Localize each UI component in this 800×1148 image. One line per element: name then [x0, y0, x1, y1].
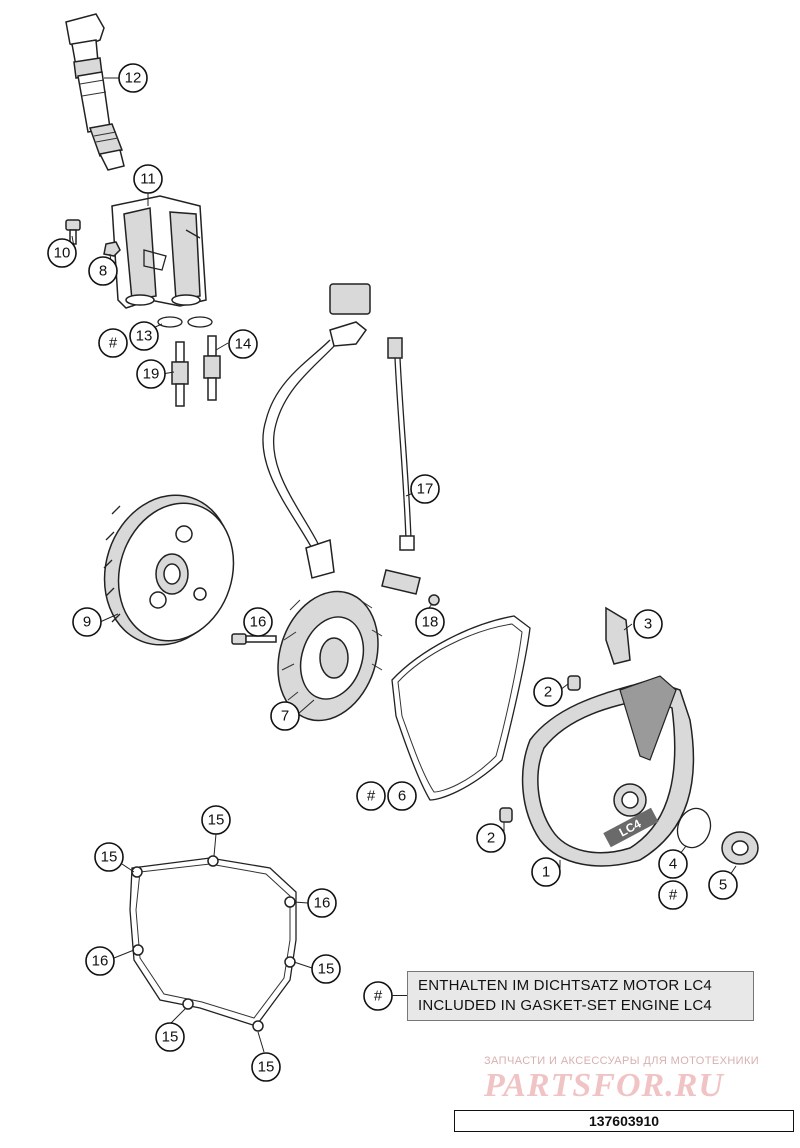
svg-text:9: 9: [83, 614, 91, 631]
svg-text:12: 12: [125, 70, 142, 87]
callout-16-right: 16: [307, 888, 337, 918]
svg-text:2: 2: [544, 684, 552, 701]
callout-11: 11: [133, 164, 163, 194]
ignition-coil-part: [65, 13, 125, 171]
callout-14: 14: [228, 329, 258, 359]
svg-text:#: #: [669, 887, 678, 904]
svg-text:#: #: [374, 988, 383, 1005]
callout-17: 17: [410, 474, 440, 504]
callout-18: 18: [415, 607, 445, 637]
svg-text:15: 15: [318, 961, 335, 978]
o-ring-4-part: [676, 807, 712, 849]
callout-9: 9: [72, 607, 102, 637]
stator-part: [262, 283, 383, 722]
spark-plug-14-part: [203, 335, 221, 401]
flywheel-part: [103, 494, 235, 646]
note-line-english: INCLUDED IN GASKET-SET ENGINE LC4: [418, 997, 712, 1014]
callout-7: 7: [270, 701, 300, 731]
note-line-german: ENTHALTEN IM DICHTSATZ MOTOR LC4: [418, 977, 712, 994]
callout-5: 5: [708, 870, 738, 900]
nut-8-part: [103, 241, 121, 257]
gasket-set-note: ENTHALTEN IM DICHTSATZ MOTOR LC4 INCLUDE…: [407, 971, 754, 1021]
svg-text:15: 15: [208, 812, 225, 829]
svg-text:5: 5: [719, 877, 727, 894]
o-rings-13-part: [157, 316, 213, 328]
gasket-lower-part: [129, 855, 297, 1032]
dowel-2-upper-part: [567, 675, 581, 691]
watermark-logo: PARTSFOR.RU: [484, 1067, 724, 1104]
svg-text:6: 6: [398, 788, 406, 805]
dowel-2-lower-part: [499, 807, 513, 823]
svg-text:1: 1: [542, 864, 550, 881]
svg-text:16: 16: [314, 895, 331, 912]
svg-text:18: 18: [422, 614, 439, 631]
svg-text:#: #: [367, 788, 376, 805]
watermark-tagline: ЗАПЧАСТИ И АКСЕССУАРЫ ДЛЯ МОТОТЕХНИКИ: [484, 1055, 760, 1067]
svg-text:14: 14: [235, 336, 252, 353]
generator-cover-part: LC4: [521, 675, 695, 867]
svg-text:17: 17: [417, 481, 434, 498]
svg-text:11: 11: [140, 171, 156, 188]
svg-text:16: 16: [92, 953, 109, 970]
callout-15-top: 15: [201, 805, 231, 835]
callout-hash-note: #: [363, 981, 393, 1011]
note-connector: [392, 995, 407, 996]
svg-text:13: 13: [136, 328, 153, 345]
svg-text:16: 16: [250, 614, 267, 631]
callout-16-left: 16: [85, 946, 115, 976]
callout-6: 6: [387, 781, 417, 811]
svg-text:4: 4: [669, 856, 677, 873]
callout-8: 8: [88, 256, 118, 286]
clip-3-part: [605, 606, 631, 665]
gasket-6-part: [391, 615, 531, 801]
callout-hash-4: #: [658, 880, 688, 910]
callout-4: 4: [658, 849, 688, 879]
callout-12: 12: [118, 63, 148, 93]
svg-text:15: 15: [162, 1029, 179, 1046]
callout-16-stator: 16: [243, 607, 273, 637]
svg-text:8: 8: [99, 263, 107, 280]
callout-15-bottom: 15: [251, 1052, 281, 1082]
callout-hash-6: #: [356, 781, 386, 811]
sensor-cable-part: [381, 337, 421, 595]
callout-15-left: 15: [94, 842, 124, 872]
svg-text:15: 15: [258, 1059, 275, 1076]
svg-text:15: 15: [101, 849, 118, 866]
svg-text:10: 10: [54, 245, 71, 262]
svg-text:#: #: [109, 335, 118, 352]
plug-screw-5-part: [721, 831, 759, 865]
callout-2-lower: 2: [476, 823, 506, 853]
spark-plug-19-part: [171, 341, 189, 407]
callout-3: 3: [633, 609, 663, 639]
callout-15-right: 15: [311, 954, 341, 984]
svg-text:3: 3: [644, 616, 652, 633]
screw-18-part: [428, 594, 440, 606]
coil-bracket-part: [111, 195, 207, 309]
callout-13: 13: [129, 321, 159, 351]
svg-text:19: 19: [143, 366, 160, 383]
callout-15-bottom-left: 15: [155, 1022, 185, 1052]
svg-text:7: 7: [281, 708, 289, 725]
bolt-10-part: [65, 219, 81, 245]
callout-1: 1: [531, 857, 561, 887]
svg-text:2: 2: [487, 830, 495, 847]
callout-2-upper: 2: [533, 677, 563, 707]
callout-19: 19: [136, 359, 166, 389]
document-number: 137603910: [454, 1110, 794, 1132]
callout-hash-13: #: [98, 328, 128, 358]
callout-10: 10: [47, 238, 77, 268]
